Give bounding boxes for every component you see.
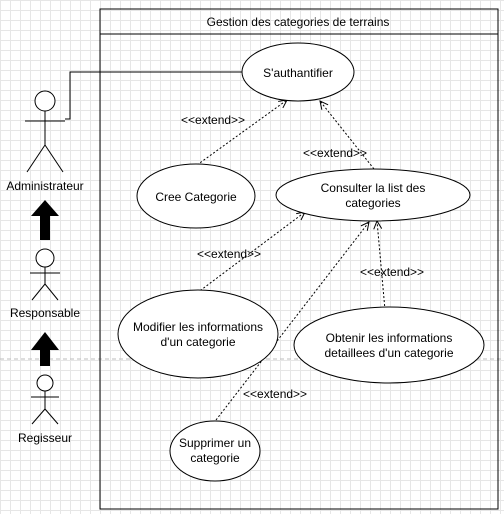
use-case-label: S'authantifier: [263, 66, 333, 80]
use-case-cree-categorie[interactable]: Cree Categorie: [136, 163, 256, 229]
actor-regisseur[interactable]: [31, 374, 59, 425]
use-case-label-line2: detaillees d'un categorie: [324, 346, 453, 360]
use-case-label-line1: Modifier les informations: [133, 320, 263, 334]
extend-label: <<extend>>: [181, 113, 245, 127]
use-case-authentifier[interactable]: S'authantifier: [241, 42, 355, 102]
extend-line-modifier: [196, 212, 305, 294]
system-boundary[interactable]: Gestion des categories de terrains: [99, 8, 499, 510]
use-case-label-line2: categories: [345, 196, 400, 210]
use-case-label: Cree Categorie: [155, 190, 237, 204]
association-line: [65, 71, 243, 120]
actor-responsable[interactable]: [30, 248, 60, 301]
use-case-obtenir-details[interactable]: Obtenir les informations detaillees d'un…: [293, 306, 485, 384]
actor-head: [34, 90, 56, 112]
actor-head: [35, 248, 55, 268]
use-case-supprimer-categorie[interactable]: Supprimer un categorie: [169, 420, 261, 482]
extend-line-obtenir: [377, 221, 386, 311]
actor-head: [36, 374, 54, 392]
use-case-label-line1: Obtenir les informations: [326, 331, 453, 345]
use-case-consulter-categories[interactable]: Consulter la list des categories: [275, 168, 471, 222]
use-case-modifier-categorie[interactable]: Modifier les informations d'un categorie: [117, 289, 279, 379]
use-case-label-line1: Consulter la list des: [321, 181, 426, 195]
use-case-label-line2: categorie: [190, 451, 240, 465]
actor-label-regisseur: Regisseur: [18, 431, 72, 445]
actor-administrateur[interactable]: [25, 90, 65, 173]
use-case-label-line2: d'un categorie: [160, 335, 235, 349]
extend-label: <<extend>>: [303, 146, 367, 160]
use-case-label-line1: Supprimer un: [179, 436, 251, 450]
system-title: Gestion des categories de terrains: [207, 15, 390, 29]
generalization-arrow-regisseur: [31, 332, 59, 366]
extend-label: <<extend>>: [360, 265, 424, 279]
extend-label: <<extend>>: [243, 387, 307, 401]
extend-line-supprimer: [215, 222, 369, 421]
extend-label: <<extend>>: [197, 247, 261, 261]
actor-label-administrateur: Administrateur: [6, 179, 83, 193]
extend-line-cree: [196, 100, 287, 166]
extend-line-consulter: [320, 101, 375, 170]
actor-label-responsable: Responsable: [10, 306, 80, 320]
generalization-arrow-responsable: [31, 200, 59, 240]
